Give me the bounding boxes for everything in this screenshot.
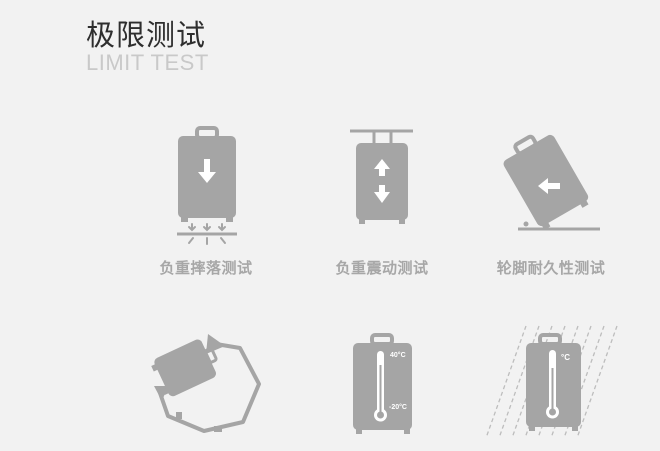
low-temperature-label: -20°C: [389, 404, 407, 411]
luggage-vibration-icon: [350, 129, 413, 224]
luggage-drop-icon: [177, 126, 237, 245]
high-temperature-label: 40°C: [390, 352, 406, 359]
test-label-vibration: 负重震动测试: [335, 259, 429, 277]
tumble-rotation-icon: [151, 334, 261, 433]
temperature-unit-label: °C: [561, 353, 570, 362]
wheel-durability-icon: [503, 134, 600, 231]
page-title: 极限测试: [86, 18, 207, 52]
page-subtitle: LIMIT TEST: [86, 50, 209, 75]
temperature-icon: [353, 333, 412, 434]
rain-temperature-icon: [485, 325, 618, 439]
test-label-drop: 负重摔落测试: [159, 259, 253, 277]
test-label-wheel: 轮脚耐久性测试: [496, 259, 606, 277]
